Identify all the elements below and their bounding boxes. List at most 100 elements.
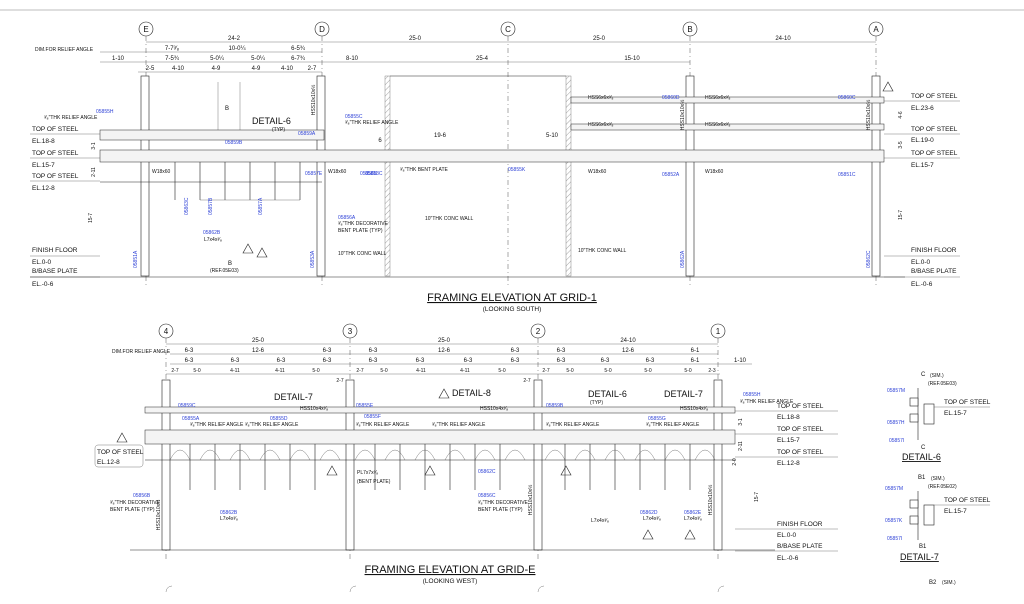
grid-label: D: [319, 25, 325, 34]
reference-mark: 05853A: [310, 250, 316, 268]
revision-triangle-icon: [256, 247, 268, 258]
revision-triangle-icon: [438, 388, 450, 399]
dim-for-relief-angle-label: DIM.FOR RELIEF ANGLE: [112, 349, 171, 355]
beam-el-15-7: [99, 149, 885, 163]
detail-sim-note: (SIM.): [931, 476, 945, 482]
dimension-text: 2-5: [146, 66, 155, 72]
level-label: TOP OF STEEL: [32, 173, 79, 180]
reference-mark: 05856B: [133, 493, 151, 499]
height-dimension: 15-7: [88, 213, 94, 223]
steel-column: [871, 75, 881, 277]
relief-angle-note: ³⁄₈"THK RELIEF ANGLE: [245, 422, 299, 428]
column-size-label: HSS10x10x½: [865, 99, 872, 130]
dimension-text: 6-3: [646, 358, 655, 364]
grid-bubble-3: 3: [342, 323, 358, 339]
level-elevation: EL.12-8: [32, 185, 55, 192]
decorative-plate-note: ³⁄₈"THK DECORATIVE: [478, 500, 529, 506]
dimension-text: 6-3: [323, 348, 332, 354]
reference-mark: 05857I: [889, 438, 904, 444]
reference-mark: 05851C: [838, 172, 856, 178]
height-dimension: 4-6: [898, 111, 904, 118]
grid-bubble-bottom-arcs: [165, 585, 725, 593]
grid-label: B: [687, 25, 692, 34]
dimension-text: 6-3: [464, 358, 473, 364]
concrete-wall-note: 10"THK CONC WALL: [338, 251, 386, 257]
level-label: TOP OF STEEL: [777, 403, 824, 410]
dimension-text: 6-3: [323, 358, 332, 364]
concrete-wall: [565, 75, 572, 277]
beam-el-18-8: [144, 406, 736, 414]
height-dimension: 2-11: [91, 167, 97, 177]
plate-note: (BENT PLATE): [357, 479, 391, 485]
steel-column: [685, 75, 695, 277]
dimension-text: 6-3: [557, 358, 566, 364]
detail-6-callout: DETAIL-6: [252, 116, 291, 126]
steel-column: [316, 75, 326, 277]
dimension-text: 7-5¾: [165, 56, 180, 62]
reference-mark: 05856A: [338, 215, 356, 221]
reference-mark: 05853C: [365, 171, 383, 177]
height-dimension: 3-1: [91, 142, 97, 149]
reference-mark: 05859B: [546, 403, 564, 409]
detail-sim-note: (SIM.): [942, 580, 956, 586]
dimension-text: 4-9: [252, 66, 261, 72]
dimension-text: 8-10: [346, 56, 359, 62]
dimension-text: 15-10: [624, 56, 640, 62]
detail-ref: (REF.05E03): [928, 381, 957, 387]
section-ref: (REF.05E03): [210, 268, 239, 274]
level-label: TOP OF STEEL: [944, 399, 991, 406]
beam-size-label: W18x60: [328, 169, 347, 175]
concrete-wall: [384, 75, 391, 277]
column-size-label: HSS10x10x½: [310, 84, 317, 115]
detail-7-callout: DETAIL-7: [274, 392, 313, 402]
detail-6-callout: DETAIL-6: [588, 389, 627, 399]
level-elevation: EL.15-7: [911, 162, 934, 169]
level-label: TOP OF STEEL: [777, 426, 824, 433]
beam-size-label: HSS10x4x³⁄₈: [300, 406, 328, 412]
level-label: FINISH FLOOR: [777, 521, 823, 528]
revision-triangle-icon: [116, 432, 128, 443]
dimension-text: 6-3: [601, 358, 610, 364]
height-dimension: 3-5: [898, 141, 904, 148]
beam-size-label: HSS6x6x³⁄₈: [705, 95, 730, 101]
level-elevation: EL.0-0: [32, 259, 52, 266]
beam-el-19-0: [570, 123, 885, 131]
grid-bubble-c: C: [500, 21, 516, 37]
grid-label: 1: [716, 327, 721, 336]
hangers-grid-e: [169, 444, 716, 490]
dimension-text: 4-10: [172, 66, 185, 72]
reference-mark: 05856C: [478, 493, 496, 499]
beam-size-label: HSS10x4x³⁄₈: [680, 406, 708, 412]
dimension-text: 5-0: [566, 368, 573, 374]
grid-label: 4: [164, 327, 169, 336]
angle-note: L7x4x³⁄₈: [204, 237, 222, 243]
level-elevation: EL.-0-6: [911, 281, 933, 288]
detail-title: DETAIL-6: [902, 452, 941, 462]
bent-plate-note: ³⁄₈"THK BENT PLATE: [400, 167, 449, 173]
dimension-text: 6-7¾: [291, 56, 306, 62]
level-elevation: EL.18-8: [32, 138, 55, 145]
angle-note: L7x4x³⁄₈: [684, 516, 702, 522]
level-elevation: EL.23-6: [911, 105, 934, 112]
height-dimension: 2-0: [732, 458, 738, 465]
reference-mark: 05852A: [662, 172, 680, 178]
reference-mark: 05851A: [133, 250, 139, 268]
column-size-label: HSS10x10x½: [155, 499, 162, 530]
dimension-text: 24-10: [775, 36, 791, 42]
dimension-text: 6-3: [185, 348, 194, 354]
reference-mark: 05857H: [887, 420, 905, 426]
reference-mark: 05860D: [662, 95, 680, 101]
steel-column: [345, 379, 355, 551]
elevation-grid-e: 4 3 2 1 25-0 25-0 24-10 DIM.FOR RELIEF A…: [94, 323, 838, 593]
elevation-subtitle: (LOOKING WEST): [423, 578, 478, 585]
dimension-text: 6-5¾: [291, 46, 306, 52]
levels-right-grid-e: TOP OF STEEL EL.18-8 TOP OF STEEL EL.15-…: [735, 403, 838, 562]
bent-plate-note: BENT PLATE (TYP): [478, 507, 523, 513]
reference-mark: 05855K: [508, 167, 526, 173]
reference-mark: 05862B: [220, 510, 238, 516]
grid-bubble-2: 2: [530, 323, 546, 339]
dimension-text: 2-7: [171, 368, 178, 374]
reference-mark: 05862C: [866, 250, 872, 268]
beam-size-label: W18x60: [152, 169, 171, 175]
dimension-text: 4-11: [460, 368, 470, 374]
